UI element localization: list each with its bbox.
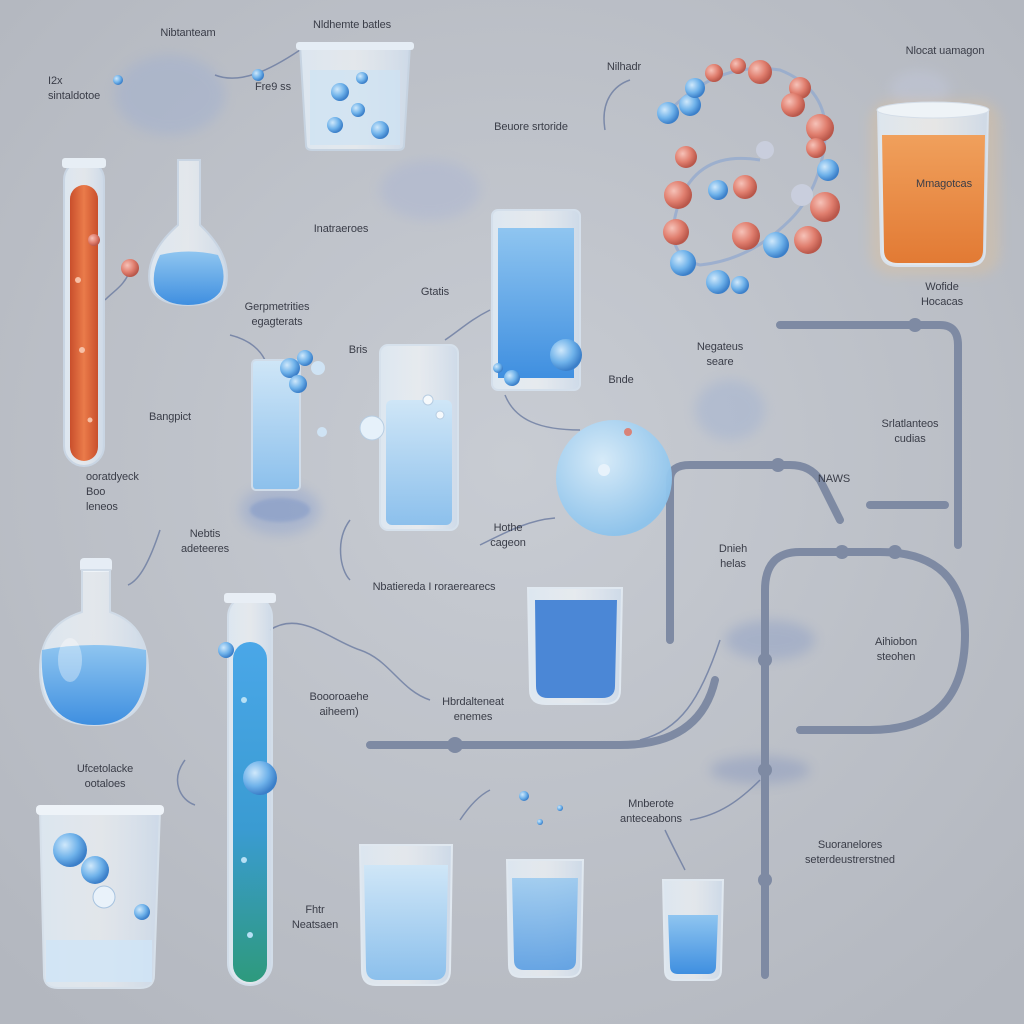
test-tube-teal: [218, 593, 277, 986]
label-aihiobon: Aihiobon steohen: [874, 636, 917, 663]
label-negateus: Negateus seare: [696, 341, 744, 368]
cylinder-blue: [491, 209, 582, 391]
round-flask: [38, 558, 150, 727]
label-bnde: Bnde: [608, 374, 634, 386]
small-bubble: [252, 69, 264, 81]
label-nilhadr: Nilhadr: [606, 61, 642, 73]
beaker-dark-blue: [526, 587, 624, 705]
label-srlatlanteos: Srlatlanteos cudias: [881, 418, 939, 445]
pipe-network: [366, 321, 970, 979]
cylinder-light: [359, 344, 459, 531]
beaker-bottom-1: [358, 844, 454, 986]
beaker-bottom-left: [36, 805, 164, 989]
molecule-ring: [657, 58, 840, 294]
label-nibtanteam: Nibtanteam: [160, 27, 216, 39]
label-bris: Bris: [348, 344, 368, 356]
beaker-bottom-2: [505, 791, 585, 978]
label-nldhemte-batles: Nldhemte batles: [313, 19, 391, 31]
label-suoranelores: Suoranelores seterdeustrerstned: [805, 839, 895, 866]
label-dnieh: Dnieh helas: [718, 543, 748, 570]
test-tube-red: [62, 158, 139, 467]
label-wofide: Wofide Hocacas: [920, 281, 964, 308]
label-nbatiereda: Nbatiereda I roraerearecs: [372, 581, 496, 593]
conical-flask: [148, 159, 228, 307]
beaker-bottom-3: [661, 879, 725, 981]
label-inatraeroes: Inatraeroes: [313, 223, 369, 235]
label-mnberote: Mnberote anteceabons: [620, 798, 682, 825]
label-fhtr: Fhtr Neatsaen: [291, 904, 339, 931]
label-naws: NAWS: [817, 473, 851, 485]
label-gtatis: Gtatis: [420, 286, 450, 298]
label-fre9: Fre9 ss: [255, 81, 291, 93]
label-beuore: Beuore srtoride: [494, 121, 568, 133]
pipe-joints: [447, 318, 922, 887]
label-nlocat-uamagon: Nlocat uamagon: [905, 45, 985, 57]
label-gerpmetrities: Gerpmetrities egagterats: [244, 301, 310, 328]
label-hbrdalteneat: Hbrdalteneat enemes: [442, 696, 504, 723]
label-mmagotcas: Mmagotcas: [916, 178, 972, 190]
label-nebtis: Nebtis adeteeres: [180, 528, 230, 555]
label-i2x: I2x sintaldotoe: [48, 75, 101, 102]
small-bubble: [113, 75, 123, 85]
label-bangpict: Bangpict: [148, 411, 191, 423]
sphere-large: [556, 420, 672, 536]
label-ufcetolacke: Ufcetolacke ootaloes: [76, 763, 134, 790]
cylinder-narrow: [250, 350, 327, 522]
label-ooratdyeck: ooratdyeck Boo leneos: [86, 471, 139, 513]
beaker-top-center: [296, 42, 414, 151]
beaker-orange: [870, 100, 1000, 275]
label-boooroaehe: Boooroaehe aiheem): [309, 691, 369, 718]
smoke-wisps: [115, 55, 950, 784]
label-hothe: Hothe cageon: [490, 522, 526, 549]
